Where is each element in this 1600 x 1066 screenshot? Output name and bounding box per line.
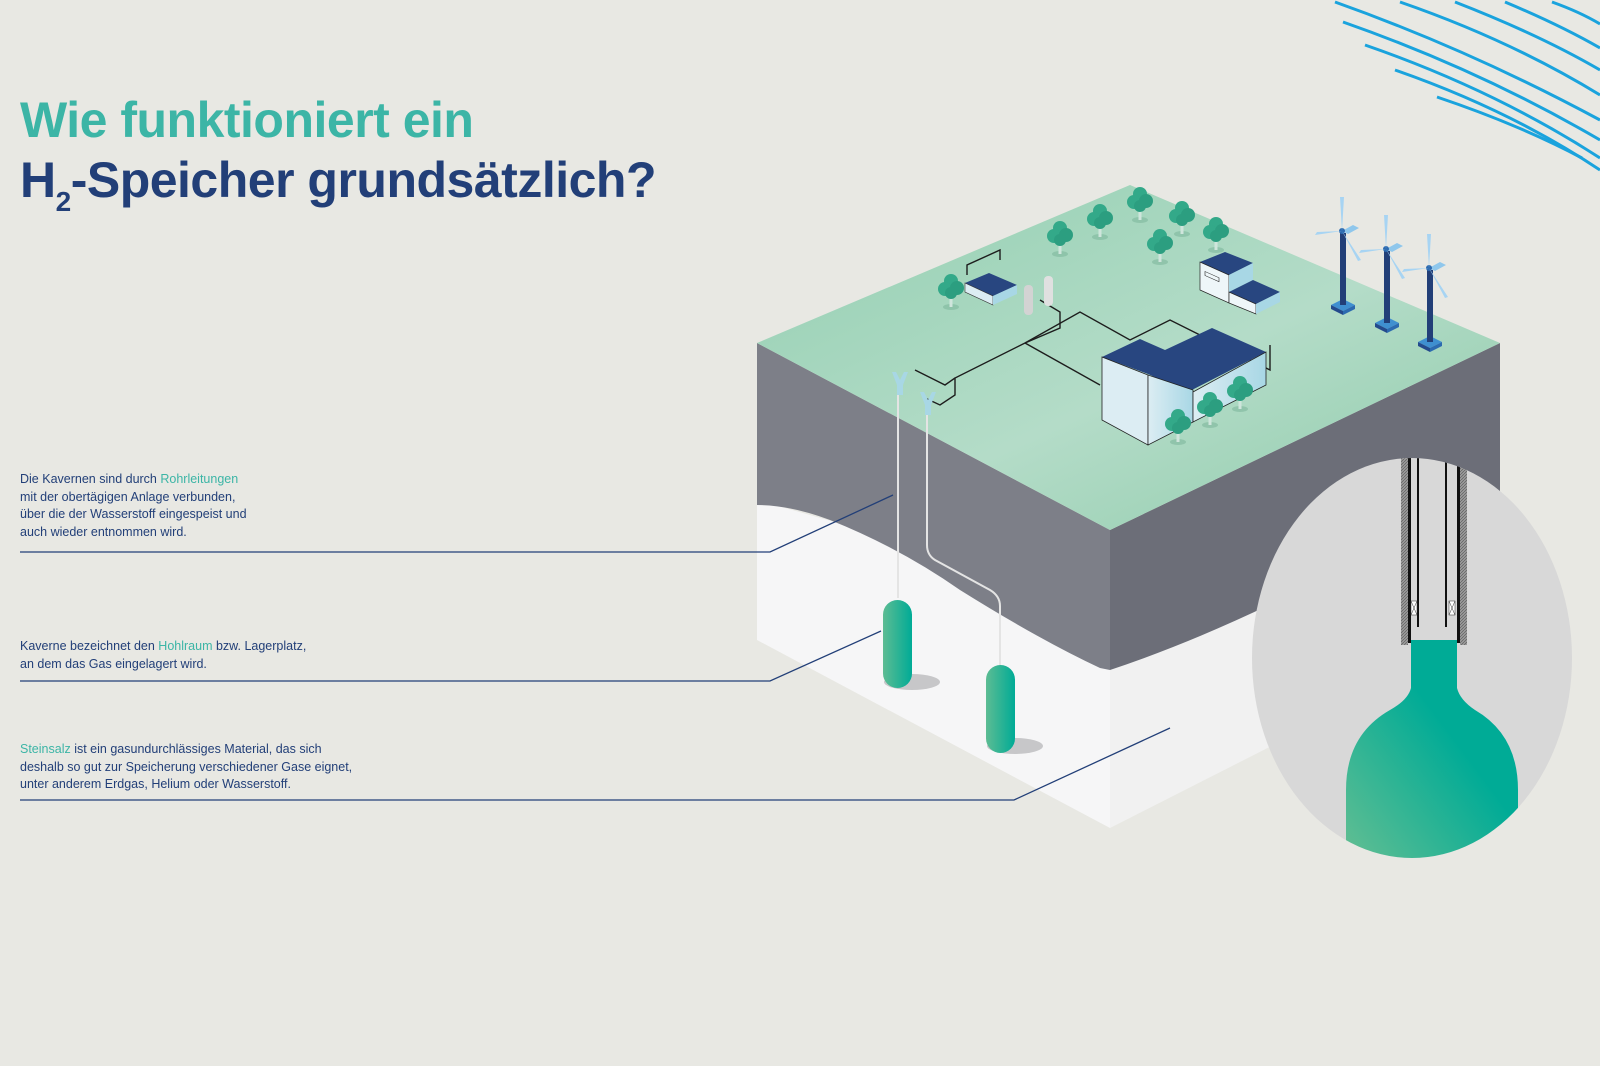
gas-tank-icon <box>1024 276 1053 315</box>
building-icon <box>1199 252 1280 315</box>
highlight-steinsalz: Steinsalz <box>20 742 71 756</box>
title-line-1: Wie funktioniert ein <box>20 92 474 148</box>
highlight-hohlraum: Hohlraum <box>158 639 213 653</box>
leader-line-rock-salt <box>20 727 1171 801</box>
highlight-rohrleitungen: Rohrleitungen <box>160 472 239 486</box>
cavern-icon <box>883 600 1043 754</box>
page-title: Wie funktioniert ein H2-Speicher grundsä… <box>20 90 657 217</box>
caption-pipelines: Die Kavernen sind durch Rohrleitungen mi… <box>20 472 247 539</box>
building-icon <box>964 273 1017 306</box>
caption-cavern: Kaverne bezeichnet den Hohlraum bzw. Lag… <box>20 639 307 671</box>
wave-lines-icon <box>1334 0 1600 172</box>
wellhead-icon <box>892 372 936 415</box>
borehole-detail-icon <box>1252 458 1572 858</box>
title-line-2: H2-Speicher grundsätzlich? <box>20 152 657 217</box>
leader-line-cavern <box>20 630 882 682</box>
subscript-2: 2 <box>55 186 72 217</box>
rock-layer <box>757 343 1110 670</box>
caption-rock-salt: Steinsalz ist ein gasundurchlässiges Mat… <box>20 742 353 791</box>
leader-line-pipelines <box>20 494 894 553</box>
